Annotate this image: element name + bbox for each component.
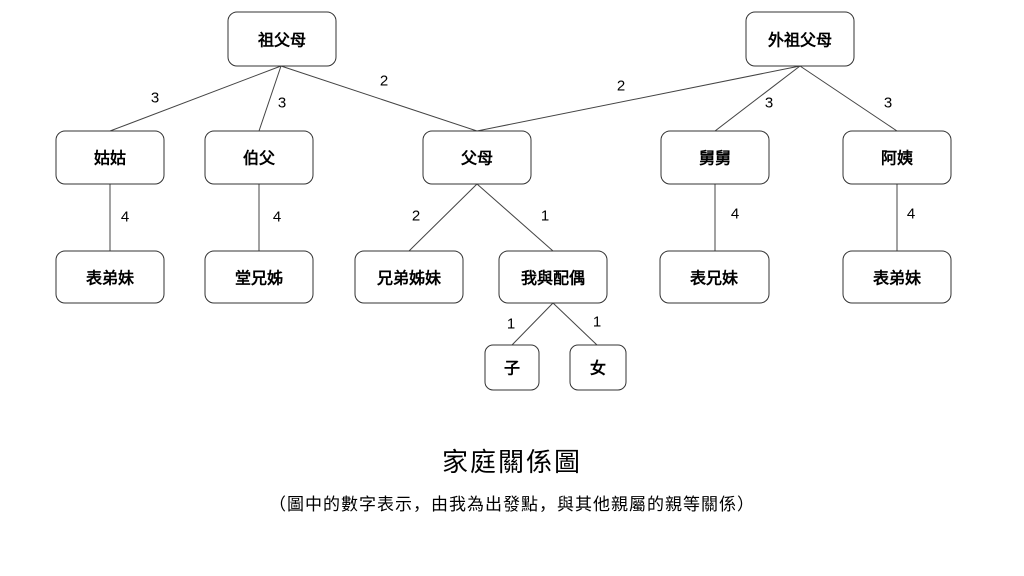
node-label-me-and-spouse: 我與配偶 xyxy=(521,269,585,288)
edge-label-me-daughter: 1 xyxy=(593,314,601,331)
node-label-son: 子 xyxy=(504,359,520,378)
edge-parents-siblings xyxy=(408,183,478,252)
node-grandparents: 祖父母 xyxy=(227,11,337,67)
edge-label-grandparents-paternal-aunt: 3 xyxy=(151,90,159,107)
node-cousin-from-aunt: 表弟妹 xyxy=(55,250,165,304)
node-cousin-from-maternal-aunt: 表弟妹 xyxy=(842,250,952,304)
edge-maternal-grandparents-maternal-uncle xyxy=(714,65,801,132)
node-cousin-from-maternal-uncle: 表兄妹 xyxy=(659,250,770,304)
edge-grandparents-paternal-uncle xyxy=(258,65,282,132)
node-label-daughter: 女 xyxy=(590,359,606,378)
diagram-subtitle: （圖中的數字表示，由我為出發點，與其他親屬的親等關係） xyxy=(269,495,755,515)
edge-label-maternal-aunt-cousin: 4 xyxy=(907,206,915,223)
node-maternal-aunt: 阿姨 xyxy=(842,130,952,185)
node-label-maternal-grandparents: 外祖父母 xyxy=(767,31,832,50)
edge-label-maternal-grandparents-parents: 2 xyxy=(617,78,625,95)
node-maternal-grandparents: 外祖父母 xyxy=(745,11,855,67)
edge-label-me-son: 1 xyxy=(507,316,515,333)
node-label-cousin-from-maternal-uncle: 表兄妹 xyxy=(689,269,739,288)
node-label-maternal-uncle: 舅舅 xyxy=(699,149,731,168)
edge-label-grandparents-parents: 2 xyxy=(380,73,388,90)
edge-grandparents-paternal-aunt xyxy=(109,65,282,132)
edge-label-parents-me: 1 xyxy=(541,208,549,225)
node-label-paternal-uncle: 伯父 xyxy=(243,149,276,168)
node-label-siblings: 兄弟姊妹 xyxy=(376,269,442,288)
edge-label-maternal-grandparents-maternal-aunt: 3 xyxy=(884,95,892,112)
node-maternal-uncle: 舅舅 xyxy=(660,130,770,185)
edge-labels: 3 3 2 2 3 3 4 4 2 1 4 4 1 1 xyxy=(121,73,915,333)
node-paternal-uncle: 伯父 xyxy=(204,130,314,185)
edge-label-paternal-uncle-cousin: 4 xyxy=(273,209,281,226)
edge-label-parents-siblings: 2 xyxy=(412,208,420,225)
edge-maternal-grandparents-maternal-aunt xyxy=(799,65,898,132)
node-me-and-spouse: 我與配偶 xyxy=(498,250,608,304)
edges xyxy=(109,65,898,346)
edge-me-son xyxy=(511,302,554,346)
node-label-parents: 父母 xyxy=(460,149,493,168)
edge-label-grandparents-paternal-uncle: 3 xyxy=(278,95,286,112)
edge-label-paternal-aunt-cousin: 4 xyxy=(121,209,129,226)
edge-parents-me xyxy=(476,183,554,252)
node-label-paternal-aunt: 姑姑 xyxy=(94,149,126,168)
edge-me-daughter xyxy=(552,302,598,346)
node-parents: 父母 xyxy=(422,130,532,185)
diagram-title: 家庭關係圖 xyxy=(441,448,582,478)
nodes: 祖父母 外祖父母 姑姑 伯父 父母 舅舅 阿姨 表弟妹 xyxy=(55,11,952,391)
node-daughter: 女 xyxy=(569,344,627,391)
node-siblings: 兄弟姊妹 xyxy=(354,250,464,304)
node-label-grandparents: 祖父母 xyxy=(257,31,306,50)
node-paternal-aunt: 姑姑 xyxy=(55,130,165,185)
edge-grandparents-parents xyxy=(280,65,478,132)
node-son: 子 xyxy=(484,344,540,391)
node-label-cousin-from-maternal-aunt: 表弟妹 xyxy=(872,269,922,288)
edge-maternal-grandparents-parents xyxy=(476,65,801,132)
node-cousin-from-uncle: 堂兄姊 xyxy=(204,250,314,304)
node-label-cousin-from-aunt: 表弟妹 xyxy=(85,269,135,288)
edge-label-maternal-uncle-cousin: 4 xyxy=(731,206,739,223)
edge-label-maternal-grandparents-maternal-uncle: 3 xyxy=(765,95,773,112)
node-label-maternal-aunt: 阿姨 xyxy=(881,149,914,168)
node-label-cousin-from-uncle: 堂兄姊 xyxy=(235,269,283,288)
